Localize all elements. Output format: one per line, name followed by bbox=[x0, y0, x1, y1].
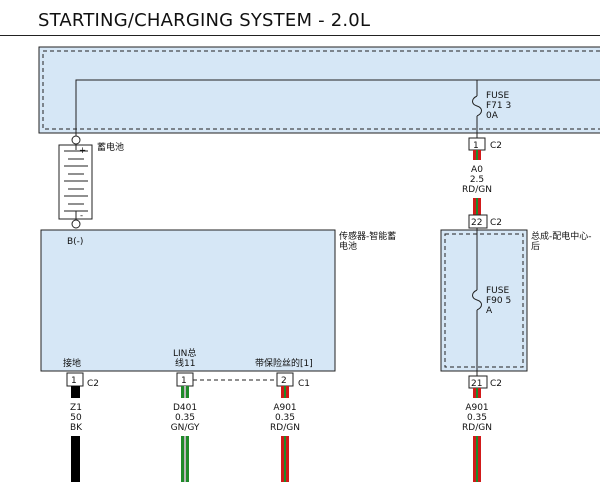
junction-box-inner bbox=[444, 233, 524, 368]
junction-name-line2: 后 bbox=[531, 241, 540, 252]
battery-minus-label: - bbox=[80, 211, 83, 221]
connector-22-pin-number: 22 bbox=[471, 218, 482, 228]
junction-fuse-label: FUSE bbox=[486, 286, 509, 296]
sensor-box bbox=[40, 229, 336, 372]
top-fuse-label: FUSE bbox=[486, 91, 509, 101]
wire-d401 bbox=[181, 436, 184, 482]
wire-d401-color: GN/GY bbox=[171, 423, 200, 433]
connector-21-pin-number: 21 bbox=[471, 379, 482, 389]
connector-fused-pin-number: 2 bbox=[281, 376, 287, 386]
wire-a0-size: 2.5 bbox=[470, 175, 484, 185]
connector-ground-pin-number: 1 bbox=[71, 376, 77, 386]
top-fuse-line2: 0A bbox=[486, 111, 499, 121]
junction-name-line1: 总成-配电中心- bbox=[531, 230, 592, 242]
top-distribution-box bbox=[38, 46, 600, 134]
wire-a901-left-size: 0.35 bbox=[275, 413, 295, 423]
wire-a901-left bbox=[281, 436, 284, 482]
connector-lin-pin-number: 1 bbox=[181, 376, 187, 386]
title-rule bbox=[0, 35, 600, 36]
connector-22-name: C2 bbox=[490, 218, 502, 228]
junction-fuse-symbol bbox=[472, 289, 482, 311]
wire-a901-right-size: 0.35 bbox=[467, 413, 487, 423]
sensor-pin-fused: 带保险丝的[1] bbox=[255, 357, 313, 369]
wire-d401-size: 0.35 bbox=[175, 413, 195, 423]
junction-box bbox=[440, 229, 528, 372]
connector-top-pin-number: 1 bbox=[473, 141, 479, 151]
wire-a901-right-color: RD/GN bbox=[462, 423, 492, 433]
battery-plus-label: + bbox=[79, 146, 86, 156]
wire-d401-circuit: D401 bbox=[173, 403, 197, 413]
connector-top-name: C2 bbox=[490, 141, 502, 151]
wire-a901-right bbox=[473, 436, 476, 482]
top-fuse-line1: F71 3 bbox=[486, 101, 511, 111]
sensor-pin-ground: 接地 bbox=[63, 357, 81, 369]
wire-a901-left-color: RD/GN bbox=[270, 423, 300, 433]
wire-z1-circuit: Z1 bbox=[70, 403, 82, 413]
connector-fused-name: C1 bbox=[298, 379, 310, 389]
sensor-pin-lin-line1: LIN总 bbox=[173, 347, 196, 359]
sensor-terminal-label: B(-) bbox=[67, 237, 83, 247]
connector-22 bbox=[468, 214, 488, 229]
battery-terminal-bottom bbox=[71, 219, 81, 229]
wire-z1-size: 50 bbox=[70, 413, 82, 423]
wire-a901-right-circuit: A901 bbox=[465, 403, 488, 413]
wire-a0 bbox=[473, 198, 476, 215]
page-title: STARTING/CHARGING SYSTEM - 2.0L bbox=[38, 10, 371, 31]
wire-a0-circuit: A0 bbox=[471, 165, 483, 175]
connector-ground-name: C2 bbox=[87, 379, 99, 389]
connector-21-name: C2 bbox=[490, 379, 502, 389]
internal-bus-line bbox=[75, 79, 600, 139]
battery-terminal-top bbox=[71, 135, 81, 145]
sensor-pin-lin-line2: 线11 bbox=[175, 357, 195, 369]
wire-a0-color: RD/GN bbox=[462, 185, 492, 195]
sensor-name-line1: 传感器-智能蓄 bbox=[339, 230, 396, 242]
battery-symbol bbox=[58, 144, 93, 220]
battery-name: 蓄电池 bbox=[97, 141, 124, 153]
junction-fuse-line1: F90 5 bbox=[486, 296, 511, 306]
wire-z1-color: BK bbox=[70, 423, 83, 433]
wire-a901-left-circuit: A901 bbox=[273, 403, 296, 413]
wire-z1 bbox=[71, 436, 80, 482]
sensor-name-line2: 电池 bbox=[339, 240, 357, 252]
top-distribution-box-inner bbox=[42, 50, 600, 130]
top-fuse-symbol bbox=[472, 95, 482, 117]
junction-fuse-line2: A bbox=[486, 306, 493, 316]
